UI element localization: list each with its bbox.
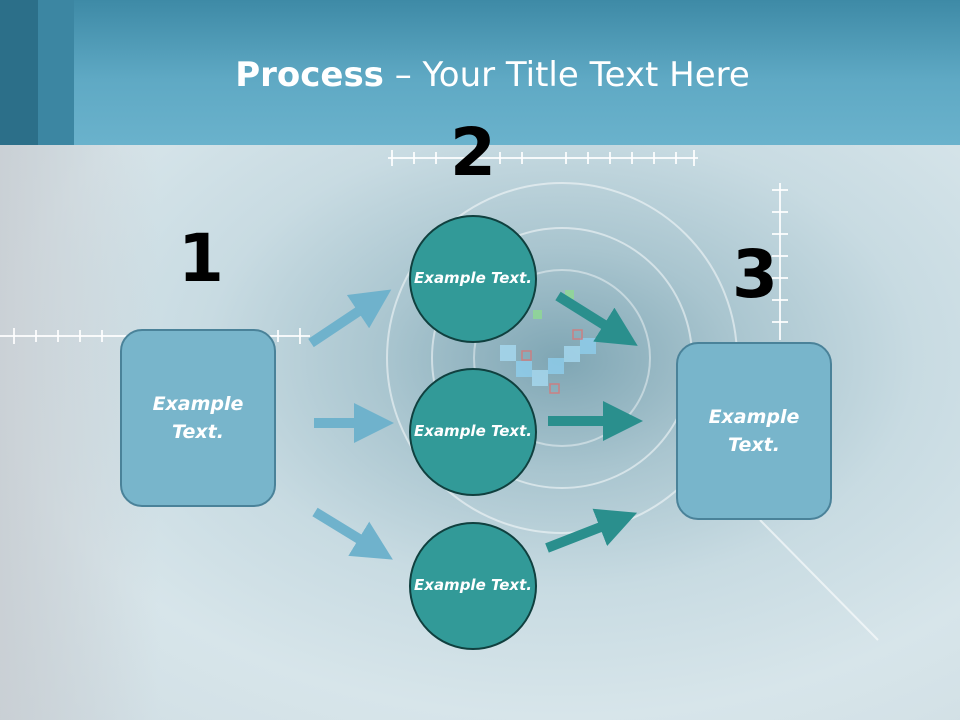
step-2-circle-middle: Example Text. bbox=[409, 368, 537, 496]
arrow-1-to-bottom bbox=[312, 507, 393, 560]
arrow-1-to-top bbox=[308, 289, 392, 348]
page-title: Process – Your Title Text Here bbox=[0, 55, 960, 95]
step-number-2: 2 bbox=[450, 114, 496, 191]
title-bold: Process bbox=[235, 55, 384, 95]
step-number-1: 1 bbox=[178, 220, 224, 297]
step-2-circle-top: Example Text. bbox=[409, 215, 537, 343]
step-3-box: Example Text. bbox=[676, 342, 832, 520]
header-accent-strip bbox=[0, 0, 38, 145]
header-bar bbox=[0, 0, 960, 145]
step-2-circle-bottom: Example Text. bbox=[409, 522, 537, 650]
header-accent-strip bbox=[38, 0, 74, 145]
step-1-box: Example Text. bbox=[120, 329, 276, 507]
arrow-top-to-3 bbox=[555, 291, 638, 346]
step-number-3: 3 bbox=[732, 236, 778, 313]
arrow-bottom-to-3 bbox=[545, 508, 638, 553]
title-rest: – Your Title Text Here bbox=[383, 55, 750, 95]
